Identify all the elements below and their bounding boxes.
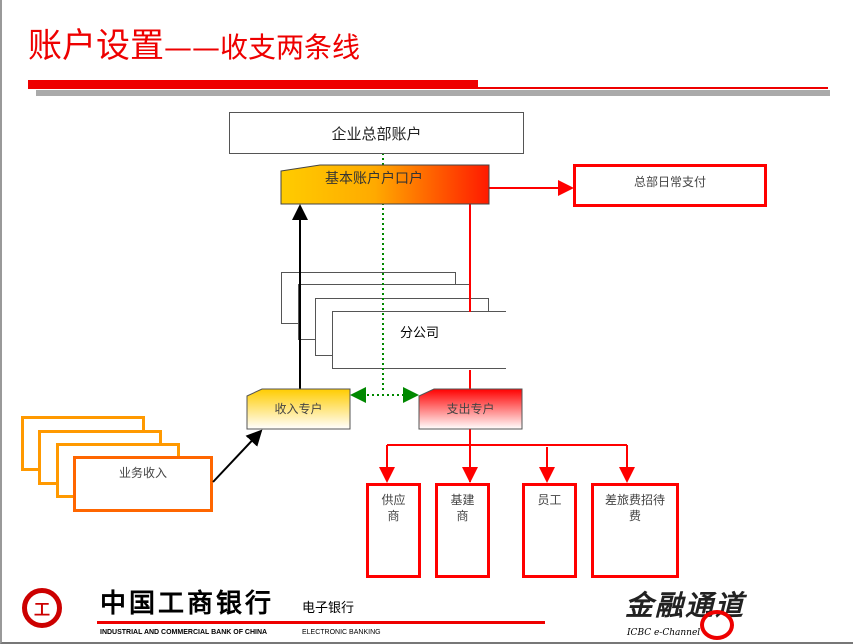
payee-label: 商	[456, 509, 469, 523]
channel-logo-ring-icon	[700, 610, 734, 640]
income-account-shape	[246, 388, 351, 430]
expense-account-label: 支出专户	[446, 402, 495, 416]
payee-label: 商	[387, 509, 400, 523]
title-sub: ——收支两条线	[164, 31, 361, 64]
title-gray-bar	[36, 90, 830, 96]
payee-label: 供应	[381, 493, 406, 507]
basic-account-label: 基本账户户口户	[325, 171, 423, 187]
channel-en: ICBC e-Channel	[627, 628, 701, 638]
payee-box-travel: 差旅费招待费	[591, 483, 679, 578]
slide-title: 账户设置——收支两条线	[28, 18, 360, 67]
hq-account-box: 企业总部账户	[229, 112, 524, 154]
icbc-logo-icon: 工	[22, 588, 62, 628]
footer-red-line	[97, 621, 545, 624]
black-arrow-to-income	[212, 429, 263, 483]
payee-box-construction: 基建商	[435, 483, 490, 578]
red-branch-lines	[387, 429, 627, 482]
branch-box: 分公司	[332, 311, 506, 369]
payee-box-staff: 员工	[522, 483, 577, 578]
business-income-box: 业务收入	[73, 456, 213, 512]
branch-label: 分公司	[399, 326, 439, 341]
hq-account-label: 企业总部账户	[331, 124, 422, 143]
hq-daily-payment-box: 总部日常支付	[573, 164, 767, 207]
expense-account-shape	[418, 388, 523, 430]
ebank-cn: 电子银行	[302, 601, 355, 616]
title-red-bar	[28, 80, 478, 89]
bank-name-cn: 中国工商银行	[100, 589, 275, 619]
hq-daily-payment-label: 总部日常支付	[633, 175, 706, 189]
title-main: 账户设置	[28, 26, 164, 66]
bank-name-en: INDUSTRIAL AND COMMERCIAL BANK OF CHINA	[100, 629, 268, 636]
income-account-label: 收入专户	[274, 402, 323, 416]
payee-label: 基建	[450, 493, 475, 507]
payee-label: 员工	[537, 493, 562, 507]
basic-account-shape	[280, 164, 490, 205]
ebank-en: ELECTRONIC BANKING	[302, 629, 381, 636]
payee-label: 费	[628, 509, 641, 523]
title-red-line	[478, 87, 828, 89]
payee-label: 差旅费招待	[604, 493, 665, 507]
payee-box-supplier: 供应商	[366, 483, 421, 578]
business-income-label: 业务收入	[118, 466, 167, 480]
